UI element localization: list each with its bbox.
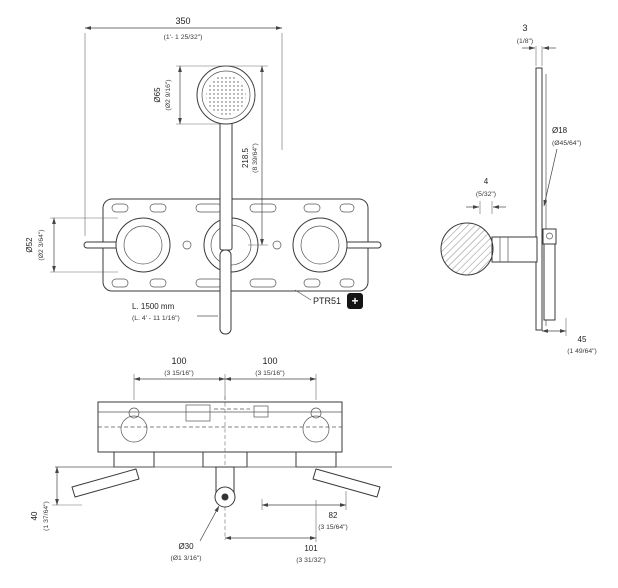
bottom-view: 100 (3 15/16") 100 (3 15/16") 40 (1 37/6… <box>30 356 392 564</box>
dim-100-right-mm: 100 <box>262 356 277 366</box>
dim-82: 82 (3 15/64") <box>261 491 348 531</box>
dim-30-mm: Ø30 <box>178 542 194 551</box>
dim-18-mm: Ø18 <box>552 126 568 135</box>
dim-plate-thickness-3: 3 (1/8") <box>517 23 556 66</box>
handshower-hose <box>219 249 232 335</box>
hose-length-inch: (L. 4' - 11 1/16") <box>132 315 180 322</box>
dim-gap-4: 4 (5/32") <box>466 177 506 214</box>
model-code: PTR51 <box>313 296 341 306</box>
spout-bottom <box>214 466 236 508</box>
dim-spout-diameter-30: Ø30 (Ø1 3/16") <box>170 505 220 562</box>
right-lever <box>344 241 382 249</box>
dim-18-inch: (Ø45/64") <box>552 140 581 147</box>
dim-45-mm: 45 <box>578 335 587 344</box>
dim-65-inch: (Ø2 9/16") <box>165 79 172 110</box>
wall-plate-edge <box>535 67 543 331</box>
dim-52-mm: Ø52 <box>25 237 34 253</box>
dim-width-350: 350 (1'- 1 25/32") <box>84 16 283 236</box>
dim-hole-diameter-18: Ø18 (Ø45/64") <box>543 126 581 207</box>
dim-30-inch: (Ø1 3/16") <box>170 555 201 562</box>
handshower-head <box>196 65 256 125</box>
dim-4-mm: 4 <box>484 177 489 186</box>
knob-section <box>440 222 494 276</box>
dim-101-mm: 101 <box>304 544 318 553</box>
dim-3-inch: (1/8") <box>517 38 533 45</box>
dim-100-left-inch: (3 15/16") <box>164 370 194 377</box>
dim-100-right-inch: (3 15/16") <box>255 370 285 377</box>
left-knob <box>115 217 171 273</box>
dim-218-mm: 218.5 <box>241 147 250 168</box>
dim-depth-40: 40 (1 37/64") <box>30 466 82 531</box>
dim-4-inch: (5/32") <box>476 191 496 198</box>
dim-100-left-mm: 100 <box>171 356 186 366</box>
hose-length-mm: L. 1500 mm <box>132 302 175 311</box>
dim-218-inch: (8 39/64") <box>252 143 259 173</box>
dim-350-mm: 350 <box>175 16 190 26</box>
dim-101-inch: (3 31/32") <box>296 557 326 564</box>
dim-40-mm: 40 <box>30 511 39 520</box>
plus-icon-glyph: + <box>351 294 358 308</box>
dim-height-218: 218.5 (8 39/64") <box>241 65 268 246</box>
dim-82-mm: 82 <box>329 511 338 520</box>
plate-bottom <box>97 401 343 453</box>
handshower-handle <box>219 117 233 251</box>
dim-head-diameter-65: Ø65 (Ø2 9/16") <box>153 65 268 125</box>
hose-length-label: L. 1500 mm (L. 4' - 11 1/16") <box>132 302 218 322</box>
dim-65-mm: Ø65 <box>153 87 162 103</box>
dim-spacing-100: 100 (3 15/16") 100 (3 15/16") <box>133 356 317 400</box>
dim-3-mm: 3 <box>522 23 527 33</box>
right-lever-bottom <box>312 468 381 498</box>
left-knob-stem <box>113 451 155 468</box>
dim-52-inch: (Ø2 3/64") <box>38 229 45 260</box>
plus-icon[interactable]: + <box>347 293 363 309</box>
handshower-holder-side <box>542 228 557 321</box>
model-label: PTR51 <box>294 289 341 306</box>
dim-knob-diameter-52: Ø52 (Ø2 3/64") <box>25 217 118 273</box>
right-knob <box>292 217 348 273</box>
dim-101: 101 (3 31/32") <box>224 500 326 564</box>
dim-350-inch: (1'- 1 25/32") <box>164 34 203 41</box>
valve-body-side <box>440 222 538 276</box>
left-lever-bottom <box>71 468 140 498</box>
dim-82-inch: (3 15/64") <box>318 524 348 531</box>
dim-45-inch: (1 49/64") <box>567 348 597 355</box>
side-view: 3 (1/8") Ø18 (Ø45/64") 4 (5/32") 45 (1 4… <box>440 23 597 355</box>
left-lever <box>83 241 121 249</box>
right-knob-stem <box>295 451 337 468</box>
dim-40-inch: (1 37/64") <box>43 501 50 531</box>
front-view: 350 (1'- 1 25/32") Ø65 (Ø2 9/16") 218.5 … <box>25 16 382 335</box>
dim-depth-45: 45 (1 49/64") <box>541 318 597 355</box>
